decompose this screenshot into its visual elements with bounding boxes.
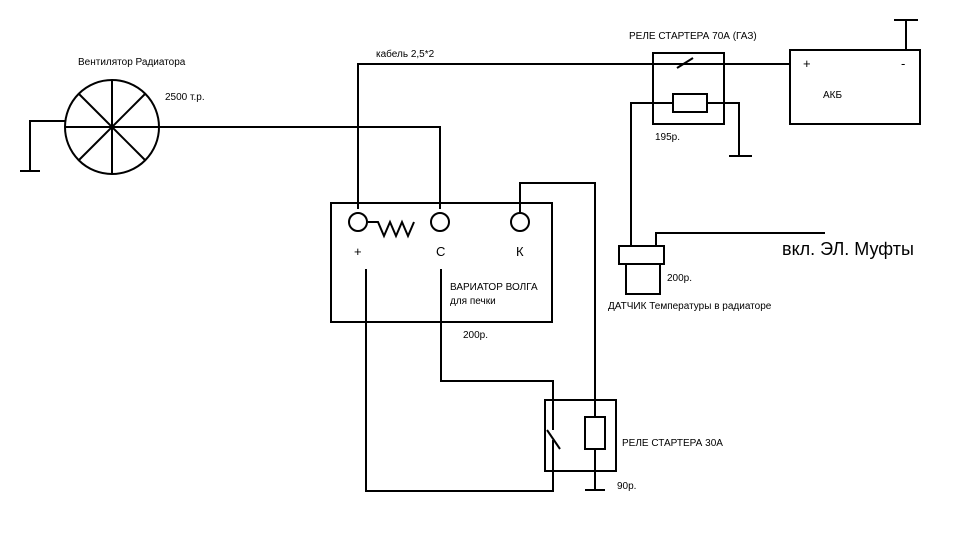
battery-name: АКБ <box>823 90 843 101</box>
variator-terminal-k <box>510 212 530 232</box>
variator-c-label: С <box>436 244 446 259</box>
zigzag-resistor-icon <box>368 219 415 239</box>
relay30-box <box>544 399 617 472</box>
wire-relay70-to-sensor <box>630 102 673 246</box>
relay30-coil-icon <box>584 416 606 450</box>
wire-cable-plus <box>357 63 790 209</box>
variator-price: 200р. <box>463 330 489 341</box>
sensor-price: 200р. <box>667 273 693 284</box>
variator-k-label: К <box>516 244 524 259</box>
sensor-body <box>618 245 665 265</box>
battery-minus-label: - <box>901 56 906 71</box>
variator-terminal-plus <box>348 212 368 232</box>
wire-fan-to-c <box>159 126 441 209</box>
fan-icon <box>64 79 160 175</box>
relay70-title: РЕЛЕ СТАРТЕРА 70А (ГАЗ) <box>629 31 757 42</box>
relay30-title: РЕЛЕ СТАРТЕРА 30А <box>622 438 723 449</box>
clutch-label: вкл. ЭЛ. Муфты <box>782 239 914 259</box>
wire-k-to-relay30 <box>519 182 596 417</box>
wire-sensor-to-clutch <box>655 232 825 246</box>
battery-plus-label: + <box>803 56 811 71</box>
cable-label: кабель 2,5*2 <box>376 49 435 60</box>
wire-plus-to-relay30 <box>365 269 554 492</box>
variator-subtitle: для печки <box>450 296 496 307</box>
wire-c-to-relay30 <box>440 269 554 430</box>
variator-plus-label: + <box>354 244 362 259</box>
sensor-title: ДАТЧИК Температуры в радиаторе <box>608 301 772 312</box>
relay30-price: 90р. <box>617 481 637 492</box>
fan-ground-icon <box>20 120 65 172</box>
battery-box <box>789 49 921 125</box>
sensor-tip <box>625 263 661 295</box>
relay70-price: 195р. <box>655 132 681 143</box>
relay70-box <box>652 52 725 125</box>
relay70-switch-icon <box>676 57 694 69</box>
wire-relay70-coil-ground <box>707 102 740 156</box>
switch-contact-icon <box>546 429 561 450</box>
variator-title: ВАРИАТОР ВОЛГА <box>450 282 538 293</box>
variator-terminal-c <box>430 212 450 232</box>
fan-title: Вентилятор Радиатора <box>78 57 186 68</box>
relay70-coil-icon <box>672 93 708 113</box>
fan-price: 2500 т.р. <box>165 92 205 103</box>
